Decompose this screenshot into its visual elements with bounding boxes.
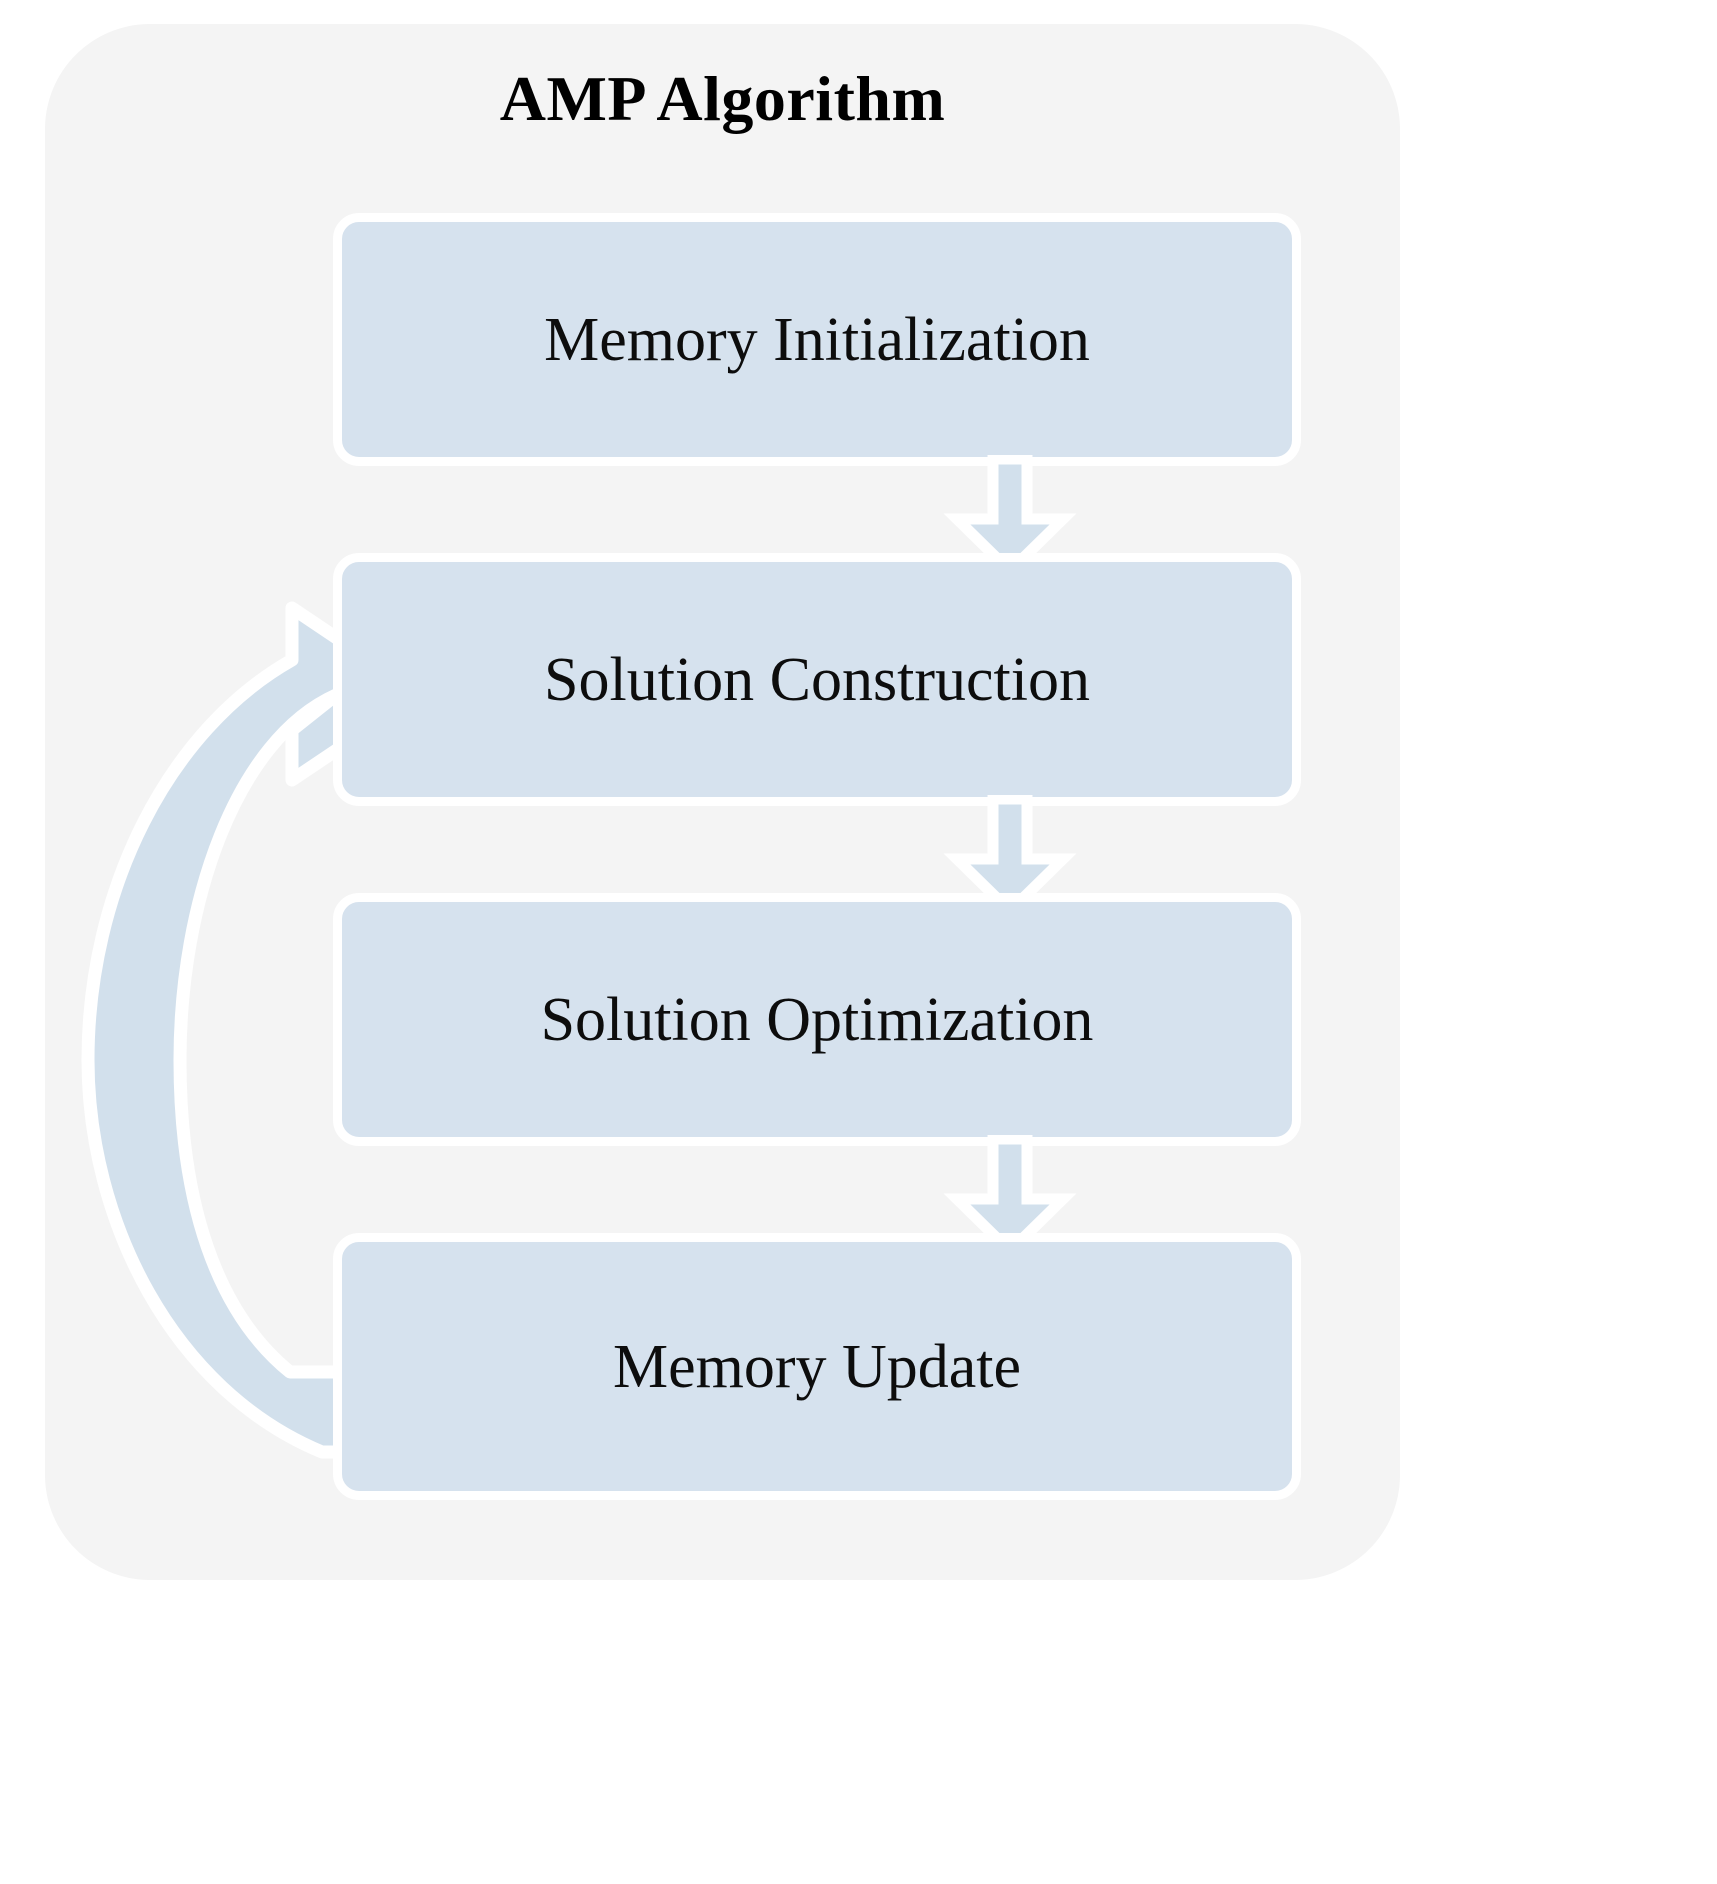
feedback-arrow-icon — [81, 601, 427, 1459]
arrow-down-icon — [943, 795, 1077, 915]
flow-node-label: Solution Optimization — [540, 985, 1094, 1054]
arrow-down-icon — [943, 1135, 1077, 1255]
flow-node-label: Memory Update — [612, 1332, 1022, 1401]
flow-node-memory-update[interactable]: Memory Update — [333, 1233, 1301, 1500]
flow-node-label: Memory Initialization — [544, 305, 1090, 374]
flow-node-memory-initialization[interactable]: Memory Initialization — [333, 213, 1301, 466]
arrow-down-icon — [943, 455, 1077, 575]
flow-node-solution-construction[interactable]: Solution Construction — [333, 553, 1301, 806]
diagram-title: AMP Algorithm — [499, 63, 946, 134]
flow-node-solution-optimization[interactable]: Solution Optimization — [333, 893, 1301, 1146]
flow-node-label: Solution Construction — [544, 645, 1090, 714]
